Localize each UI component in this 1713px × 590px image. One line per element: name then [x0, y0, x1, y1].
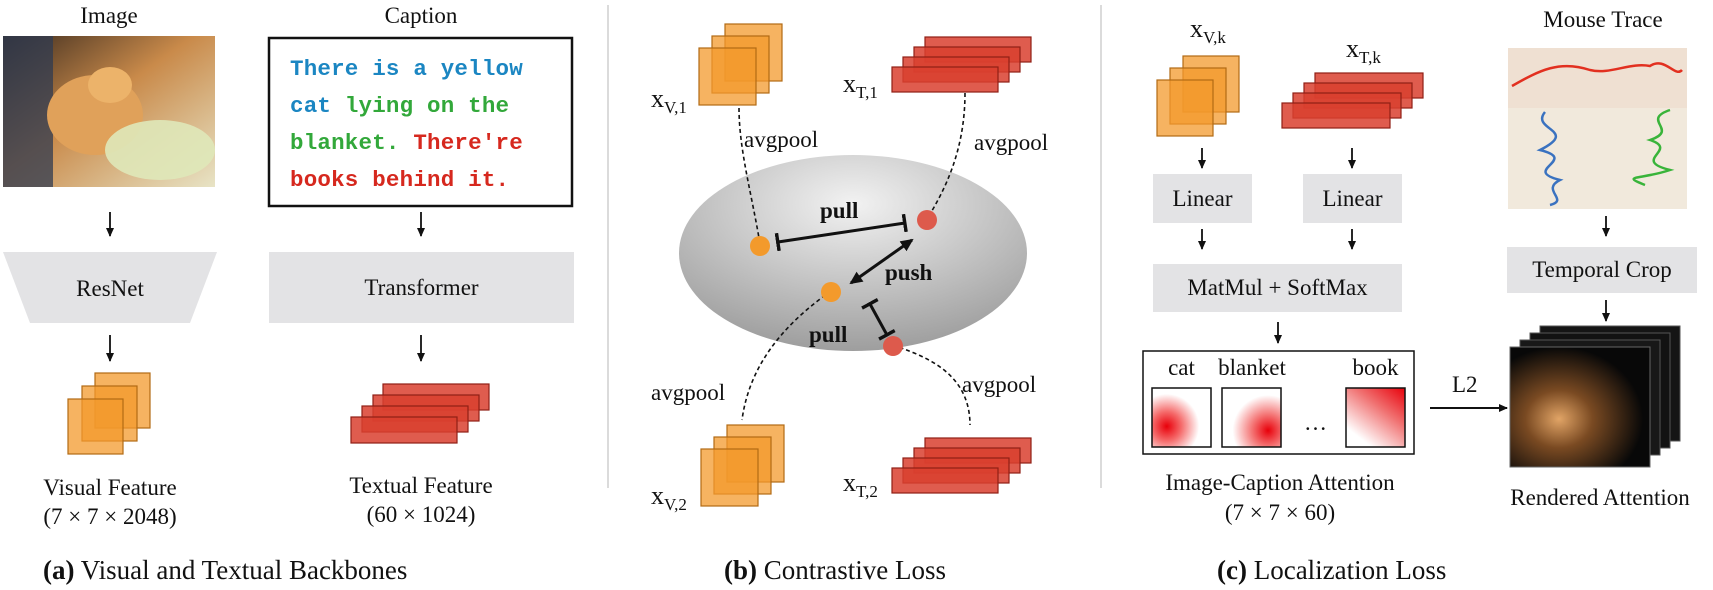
panel-c-title: Localization Loss	[1253, 555, 1447, 585]
caption-segment: cat	[290, 93, 332, 119]
caption-segment: lying on the	[344, 93, 510, 119]
visual-feature-stack	[67, 372, 151, 455]
avgpool-label-v2: avgpool	[651, 380, 726, 405]
attention-map-cat	[1151, 387, 1212, 448]
node-v2	[821, 282, 841, 302]
xt2-sub: T,2	[856, 482, 878, 502]
matmul-softmax-block: MatMul + SoftMax	[1153, 264, 1402, 312]
visual-feature-label: Visual Feature	[43, 475, 177, 500]
xvk-stack	[1156, 55, 1240, 137]
caption-text: There is a yellow cat lying on the blank…	[290, 51, 560, 199]
xt2-label: xT,2	[843, 468, 878, 502]
word-book: book	[1352, 355, 1399, 380]
pull-label-bottom: pull	[809, 322, 848, 347]
node-v1	[750, 236, 770, 256]
rendered-attention-stack	[1509, 325, 1681, 468]
node-t2	[883, 336, 903, 356]
xvk-label: xV,k	[1190, 14, 1226, 48]
visual-feature-dims: (7 × 7 × 2048)	[43, 504, 177, 529]
xt1-label: xT,1	[843, 69, 878, 103]
xt2-stack	[891, 437, 1032, 494]
xv2-label: xV,2	[651, 481, 687, 515]
linear-label-text: Linear	[1322, 185, 1383, 211]
pull-arrow-bottom	[861, 297, 896, 341]
textual-feature-stack	[350, 383, 490, 444]
avgpool-label-t2: avgpool	[962, 372, 1037, 397]
xtk-label: xT,k	[1346, 34, 1381, 68]
avgpool-label-t1: avgpool	[974, 130, 1049, 155]
mouse-trace-image	[1508, 48, 1687, 209]
matmul-softmax-label: MatMul + SoftMax	[1187, 275, 1368, 300]
attention-dims: (7 × 7 × 60)	[1224, 500, 1336, 525]
panel-c-label: (c) Localization Loss	[1217, 555, 1446, 586]
attention-title: Image-Caption Attention	[1165, 470, 1395, 495]
xv2-sub: V,2	[664, 495, 687, 515]
xtk-sub: T,k	[1359, 48, 1381, 68]
xv1-label: xV,1	[651, 84, 687, 118]
node-t1	[917, 210, 937, 230]
attention-map-book	[1345, 387, 1406, 448]
caption-box	[267, 36, 574, 208]
panel-b-letter: (b)	[724, 555, 757, 585]
attention-map-blanket	[1221, 387, 1282, 448]
xt1-stack	[891, 36, 1032, 93]
xvk-base: x	[1190, 14, 1203, 43]
word-blanket: blanket	[1218, 355, 1286, 380]
panel-c-letter: (c)	[1217, 555, 1247, 585]
transformer-label: Transformer	[364, 274, 479, 300]
xtk-base: x	[1346, 34, 1359, 63]
linear-label-visual: Linear	[1172, 185, 1233, 211]
xt1-sub: T,1	[856, 83, 878, 103]
caption-segment: blanket.	[290, 130, 400, 156]
xv2-stack	[700, 424, 785, 507]
mouse-trace-title: Mouse Trace	[1543, 7, 1663, 32]
xv1-base: x	[651, 84, 664, 113]
resnet-block	[3, 252, 217, 323]
avgpool-label-v1: avgpool	[744, 127, 819, 152]
resnet-label: ResNet	[76, 276, 144, 301]
xv1-sub: V,1	[664, 98, 687, 118]
l2-label: L2	[1452, 372, 1478, 397]
ellipsis: …	[1304, 410, 1327, 435]
input-image	[3, 36, 215, 187]
xtk-stack	[1281, 72, 1424, 129]
image-title: Image	[80, 3, 138, 28]
caption-title: Caption	[384, 3, 458, 28]
push-label: push	[885, 260, 933, 285]
panel-a-letter: (a)	[43, 555, 75, 585]
pull-arrow-top	[774, 213, 908, 252]
word-cat: cat	[1168, 355, 1195, 380]
caption-segment: books behind it.	[290, 167, 510, 193]
panel-b-title: Contrastive Loss	[763, 555, 946, 585]
xv1-stack	[698, 23, 783, 106]
transformer-block: Transformer	[269, 252, 574, 323]
panel-b-label: (b) Contrastive Loss	[724, 555, 946, 586]
xt1-base: x	[843, 69, 856, 98]
xvk-sub: V,k	[1203, 28, 1226, 48]
panel-a-title: Visual and Textual Backbones	[80, 555, 408, 585]
push-arrow	[849, 238, 914, 285]
textual-feature-label: Textual Feature	[349, 473, 493, 498]
linear-block-visual: Linear	[1153, 174, 1252, 223]
embedding-space	[679, 155, 1027, 351]
temporal-crop-block: Temporal Crop	[1507, 247, 1697, 293]
temporal-crop-label: Temporal Crop	[1532, 257, 1672, 282]
caption-segment: There're	[413, 130, 523, 156]
rendered-attention-label: Rendered Attention	[1510, 485, 1690, 510]
xv2-base: x	[651, 481, 664, 510]
textual-feature-dims: (60 × 1024)	[366, 502, 476, 527]
caption-segment: There is a yellow	[290, 56, 523, 82]
panel-a-label: (a) Visual and Textual Backbones	[43, 555, 407, 586]
pull-label-top: pull	[820, 198, 859, 223]
xt2-base: x	[843, 468, 856, 497]
linear-block-text: Linear	[1303, 174, 1402, 223]
